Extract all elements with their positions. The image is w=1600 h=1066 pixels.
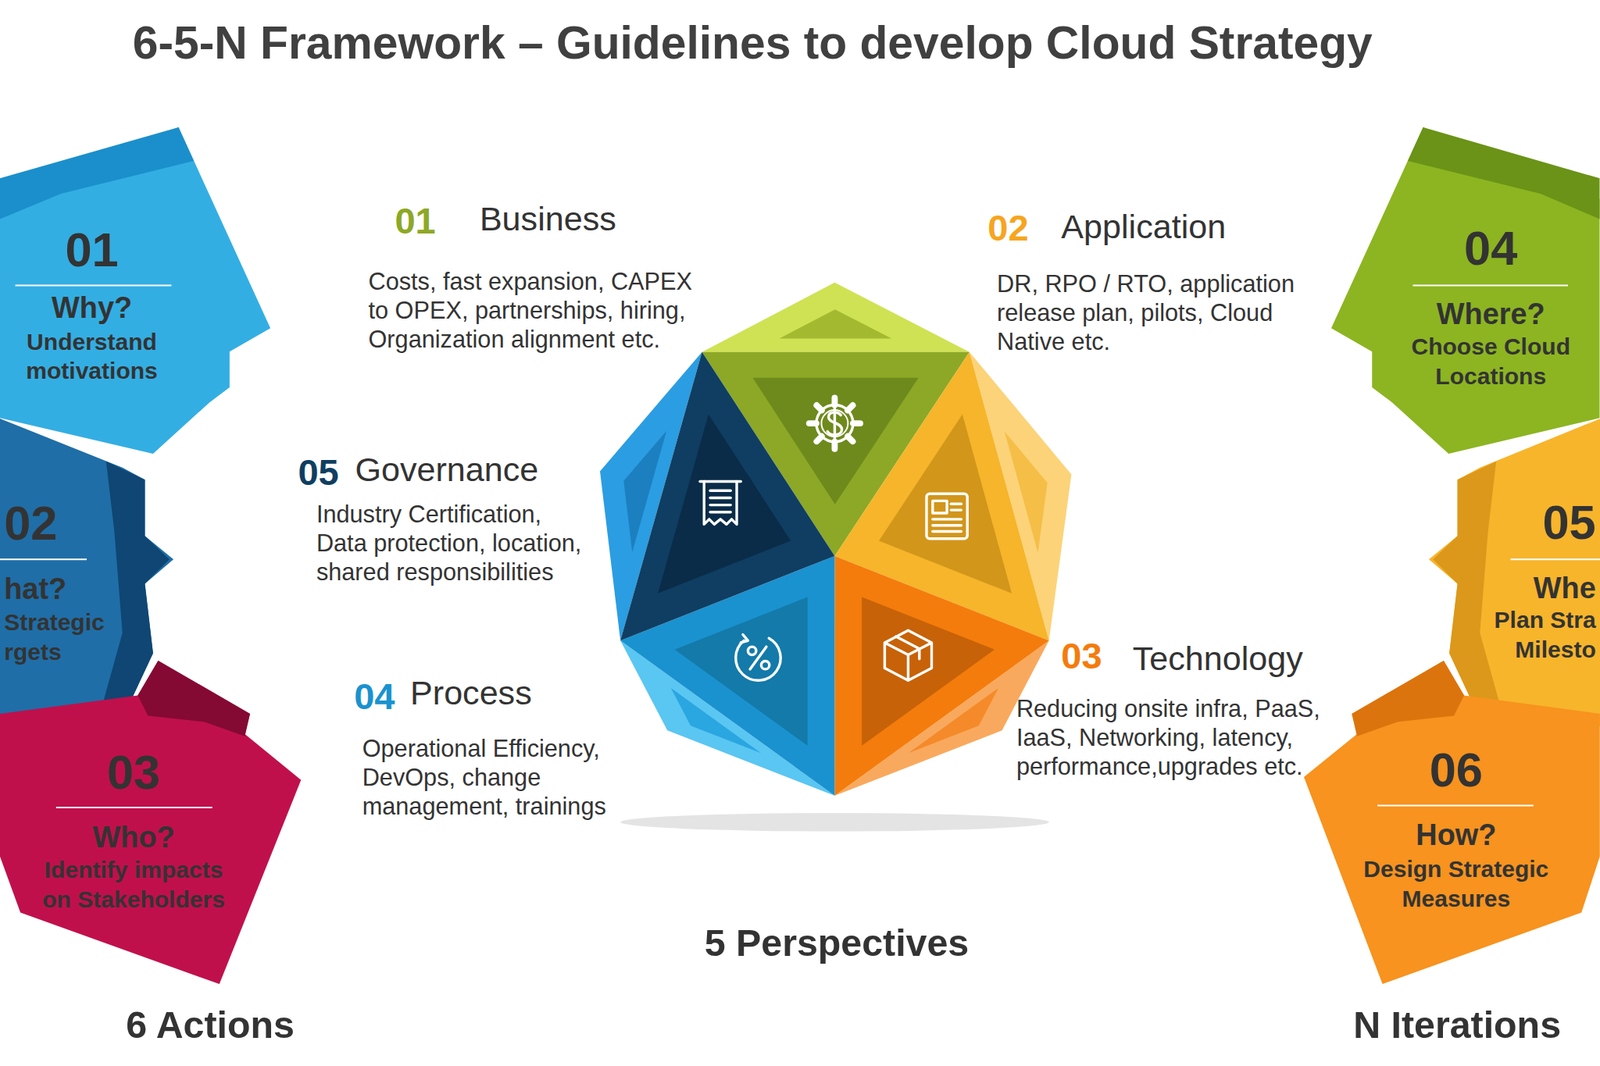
text-slot: 6-5-N Framework – Guidelines to develop … — [132, 15, 1593, 72]
perspective-description: Reducing onsite infra, PaaS, IaaS, Netwo… — [1016, 694, 1337, 782]
text-slot: How? — [1099, 817, 1600, 854]
perspective-number: 04 — [353, 675, 395, 719]
receipt-icon — [700, 482, 741, 525]
sector-inner — [861, 597, 995, 747]
divider-line — [1510, 558, 1600, 561]
step-number: 03 — [107, 743, 161, 802]
step-description: Choose Cloud Locations — [1401, 332, 1581, 392]
step-question: How? — [1415, 817, 1497, 854]
perspective-description: Industry Certification, Data protection,… — [316, 500, 594, 587]
action-shape: 01Why?Understand motivations — [0, 127, 271, 454]
step-number: 04 — [1464, 219, 1518, 278]
step-number: 02 — [3, 494, 58, 553]
facet-cutout — [779, 309, 893, 339]
step-number: 01 — [64, 221, 118, 279]
text-slot: Governance — [355, 450, 1070, 491]
text-slot: Operational Efficiency, DevOps, change m… — [362, 734, 623, 822]
perspective-heading: Business — [479, 199, 617, 240]
action-shape: 04Where?Choose Cloud Locations — [1331, 127, 1600, 454]
step-description: Strategic rgets — [3, 607, 117, 668]
shape-fill — [0, 127, 271, 454]
step-question: Who? — [92, 820, 175, 856]
step-number: 06 — [1429, 741, 1483, 800]
perspective-heading: Technology — [1132, 639, 1304, 680]
cube-icon — [884, 630, 932, 681]
text-slot: N Iterations — [1324, 1003, 1590, 1049]
perspective-number: 02 — [987, 206, 1029, 250]
text-slot: DR, RPO / RTO, application release plan,… — [996, 269, 1314, 357]
text-slot: Technology — [1132, 639, 1600, 680]
shape-shade — [1407, 127, 1600, 220]
text-slot: Reducing onsite infra, PaaS, IaaS, Netwo… — [1016, 694, 1337, 782]
text-slot: Who? — [0, 820, 491, 856]
shape-outline — [0, 127, 271, 454]
perspective-heading: Application — [1060, 207, 1226, 248]
text-slot: Identify impacts on Stakeholders — [31, 855, 236, 915]
step-description: Identify impacts on Stakeholders — [31, 855, 236, 915]
shadow — [620, 813, 1050, 833]
action-shape: 03Who?Identify impacts on Stakeholders — [0, 660, 301, 985]
text-slot: Costs, fast expansion, CAPEX to OPEX, pa… — [368, 267, 711, 354]
shape-fill — [1331, 127, 1600, 454]
text-slot: Design Strategic Measures — [1353, 854, 1558, 915]
text-slot: 5 Perspectives — [581, 921, 1092, 967]
shape-shade — [0, 127, 194, 220]
perspective-heading: Governance — [355, 450, 540, 491]
perspective-number: 03 — [1060, 634, 1102, 679]
text-slot: 05 — [1473, 493, 1597, 552]
perspective-number: 01 — [394, 199, 436, 243]
text-slot: Plan Stra Milesto — [1483, 605, 1597, 665]
step-question: hat? — [3, 571, 67, 608]
sector-inner — [675, 597, 808, 747]
section-caption: N Iterations — [1353, 1003, 1561, 1049]
text-slot: 6 Actions — [26, 1003, 394, 1049]
perspective-number: 05 — [297, 450, 339, 495]
section-caption: 6 Actions — [125, 1003, 295, 1049]
gear-icon — [809, 397, 861, 449]
facet — [702, 282, 970, 353]
action-shape: 06How?Design Strategic Measures — [1303, 660, 1600, 985]
step-description: Plan Stra Milesto — [1483, 605, 1597, 665]
text-slot: Choose Cloud Locations — [1401, 332, 1581, 392]
shape-shade — [1352, 660, 1465, 737]
percent-icon — [735, 634, 781, 681]
shape-fill — [1303, 660, 1600, 985]
text-slot: Application — [1060, 207, 1600, 248]
perspective-heading: Process — [410, 673, 533, 715]
text-slot: Whe — [1473, 571, 1597, 607]
perspective-description: Costs, fast expansion, CAPEX to OPEX, pa… — [368, 267, 711, 354]
step-number: 05 — [1542, 493, 1596, 552]
step-description: Understand motivations — [15, 327, 169, 387]
sector-inner — [752, 378, 918, 505]
text-slot: Industry Certification, Data protection,… — [316, 500, 594, 587]
text-slot: Strategic rgets — [3, 607, 117, 668]
perspective-description: DR, RPO / RTO, application release plan,… — [996, 269, 1314, 357]
step-question: Why? — [51, 290, 133, 326]
text-slot: Understand motivations — [15, 327, 169, 387]
step-question: Whe — [1533, 571, 1597, 607]
shape-shade — [137, 660, 250, 737]
divider-line — [15, 285, 172, 287]
sector-inner — [878, 414, 1012, 594]
step-description: Design Strategic Measures — [1353, 854, 1558, 915]
document-icon — [926, 493, 968, 539]
divider-line — [1413, 285, 1569, 287]
divider-line — [1377, 805, 1534, 808]
perspective-description: Operational Efficiency, DevOps, change m… — [362, 734, 623, 822]
shape-outline — [1331, 127, 1600, 454]
divider-line — [56, 807, 213, 809]
sector-inner — [657, 414, 791, 594]
divider-line — [0, 558, 87, 561]
icons — [700, 397, 968, 681]
step-question: Where? — [1436, 296, 1546, 333]
section-caption: 5 Perspectives — [704, 921, 969, 967]
title: 6-5-N Framework – Guidelines to develop … — [132, 15, 1373, 72]
shape-fill — [0, 660, 301, 985]
